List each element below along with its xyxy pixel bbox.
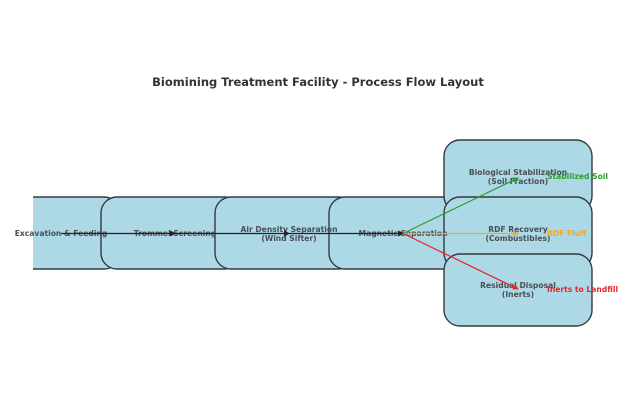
output-label-rdf: RDF Recovery bbox=[488, 225, 548, 234]
output-box-residual bbox=[443, 253, 593, 327]
stage-label-air-density-sub: (Wind Sifter) bbox=[261, 234, 316, 243]
flow-arrow-magnetic-to-biological bbox=[402, 177, 519, 235]
stage-label-air-density: Air Density Separation bbox=[241, 225, 338, 234]
flow-label-rdf-fluff: RDF Fluff bbox=[547, 229, 587, 238]
output-label-biological: Biological Stabilization bbox=[469, 168, 567, 177]
flow-label-stabilized-soil: Stabilized Soil bbox=[547, 172, 608, 181]
output-label-rdf-sub: (Combustibles) bbox=[486, 234, 551, 243]
diagram-title: Biomining Treatment Facility - Process F… bbox=[152, 75, 484, 89]
flow-arrow-magnetic-to-residual bbox=[402, 232, 519, 290]
output-label-residual-sub: (Inerts) bbox=[502, 290, 534, 299]
flow-label-inerts-to-landfill: Inerts to Landfill bbox=[547, 285, 618, 294]
